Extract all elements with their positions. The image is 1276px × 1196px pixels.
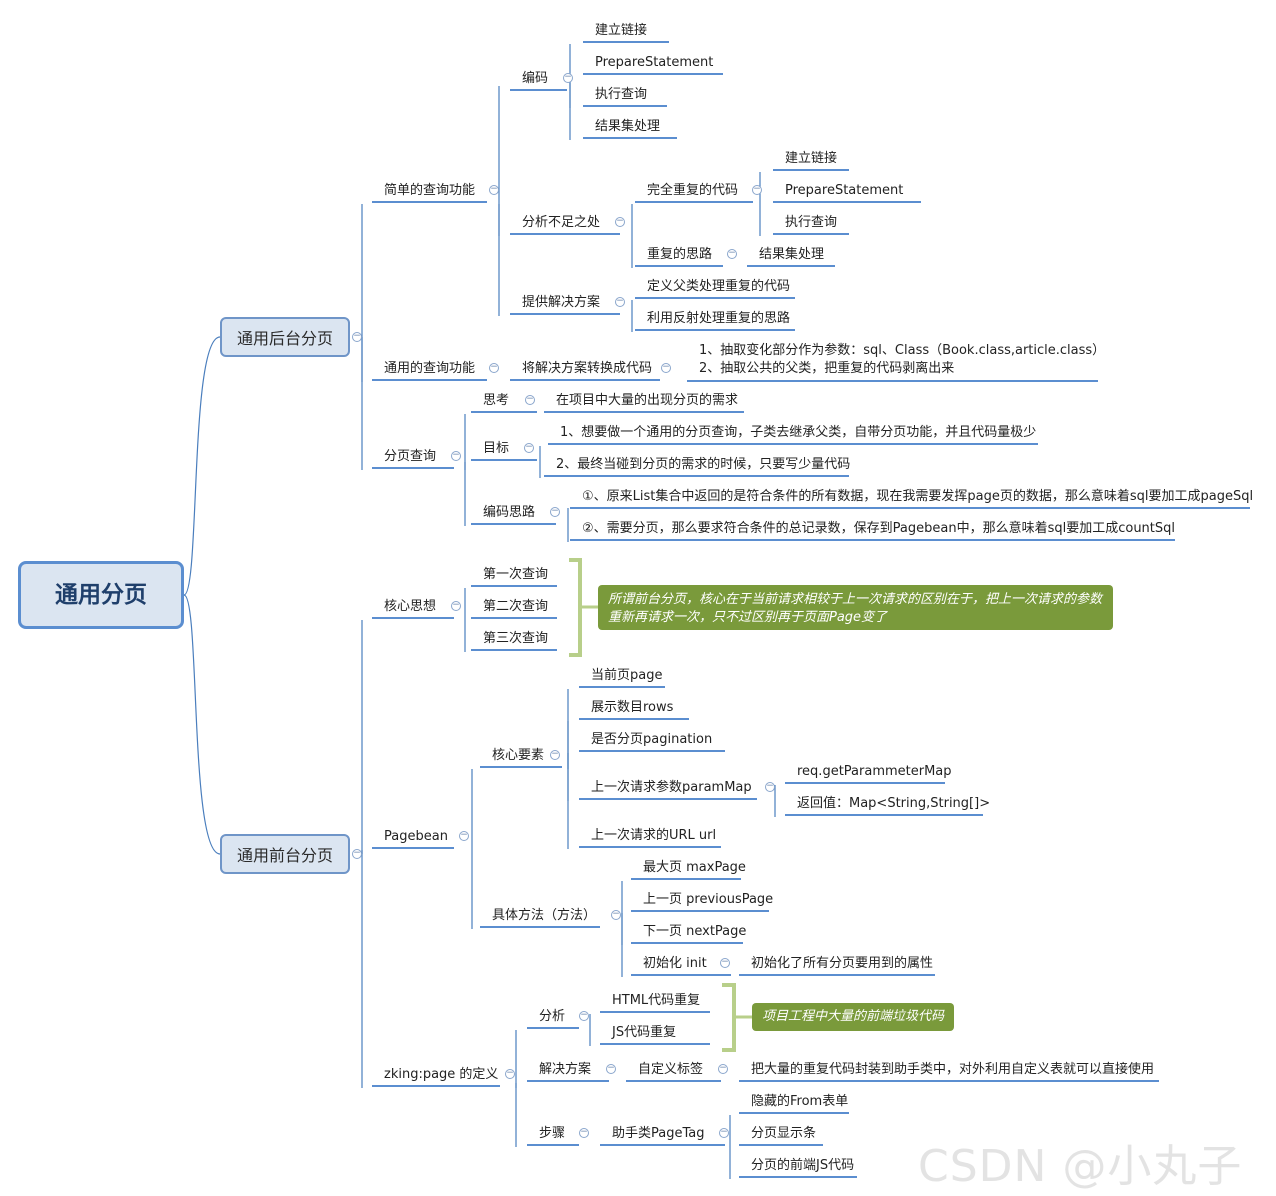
topic-core-idea[interactable]: 核心思想 [384,599,437,614]
csdn-watermark: CSDN @小丸子 [918,1141,1243,1192]
topic-backend-paging[interactable]: 通用后台分页 [220,317,350,357]
core-idea-query[interactable]: 第二次查询 [483,599,549,614]
topic-duplicate-code[interactable]: 完全重复的代码 [647,183,739,198]
core-element[interactable]: 展示数目rows [591,700,674,715]
core-element[interactable]: 是否分页pagination [591,732,713,747]
collapse-toggle-icon[interactable]: − [718,1063,728,1074]
topic-param-map[interactable]: 上一次请求参数paramMap [591,780,752,795]
topic-generic-query[interactable]: 通用的查询功能 [384,361,476,376]
coding-step[interactable]: PrepareStatement [595,55,714,70]
zking-step-item[interactable]: 分页显示条 [751,1126,817,1141]
convert-line-2[interactable]: 2、抽取公共的父类，把重复的代码剥离出来 [699,361,955,376]
zking-solution-item[interactable]: 把大量的重复代码封装到助手类中，对外利用自定义表就可以直接使用 [751,1062,1155,1077]
topic-core-elements[interactable]: 核心要素 [492,748,545,763]
collapse-toggle-icon[interactable]: − [661,362,671,373]
collapse-toggle-icon[interactable]: − [451,450,461,461]
topic-goal[interactable]: 目标 [483,441,510,456]
collapse-toggle-icon[interactable]: − [752,184,762,195]
collapse-toggle-icon[interactable]: − [579,1010,589,1021]
zking-step-item[interactable]: 分页的前端JS代码 [751,1158,855,1173]
duplicate-code-item[interactable]: 建立链接 [785,151,838,166]
topic-simple-query[interactable]: 简单的查询功能 [384,183,476,198]
topic-methods[interactable]: 具体方法（方法） [492,908,597,923]
goal-item[interactable]: 2、最终当碰到分页的需求的时候，只要写少量代码 [556,457,851,472]
collapse-toggle-icon[interactable]: − [459,830,469,841]
core-idea-query[interactable]: 第三次查询 [483,631,549,646]
topic-analysis[interactable]: 分析不足之处 [522,215,601,230]
collapse-toggle-icon[interactable]: − [489,362,499,373]
collapse-toggle-icon[interactable]: − [719,1127,729,1138]
solution-item[interactable]: 定义父类处理重复的代码 [647,279,791,294]
approach-item[interactable]: ①、原来List集合中返回的是符合条件的所有数据，现在我需要发挥page页的数据… [582,489,1254,504]
collapse-toggle-icon[interactable]: − [505,1068,515,1079]
connector-curve [183,594,221,855]
collapse-toggle-icon[interactable]: − [765,781,775,792]
topic-pagebean[interactable]: Pagebean [384,829,448,844]
collapse-toggle-icon[interactable]: − [606,1063,616,1074]
duplicate-idea-item[interactable]: 结果集处理 [759,247,825,262]
init-item[interactable]: 初始化了所有分页要用到的属性 [751,956,934,971]
coding-step[interactable]: 建立链接 [595,23,648,38]
collapse-toggle-icon[interactable]: − [550,506,560,517]
coding-step[interactable]: 结果集处理 [595,119,661,134]
core-element-url[interactable]: 上一次请求的URL url [591,828,717,843]
collapse-toggle-icon[interactable]: − [727,248,737,259]
param-map-item[interactable]: 返回值：Map<String,String[]> [797,796,991,811]
method-item[interactable]: 下一页 nextPage [643,924,747,939]
collapse-toggle-icon[interactable]: − [525,394,535,405]
topic-frontend-paging[interactable]: 通用前台分页 [220,834,350,874]
topic-duplicate-idea[interactable]: 重复的思路 [647,247,713,262]
zking-analysis-item[interactable]: JS代码重复 [612,1025,677,1040]
think-item[interactable]: 在项目中大量的出现分页的需求 [556,393,739,408]
topic-paging-query[interactable]: 分页查询 [384,449,437,464]
collapse-toggle-icon[interactable]: − [563,72,573,83]
collapse-toggle-icon[interactable]: − [720,957,730,968]
collapse-toggle-icon[interactable]: − [352,331,362,342]
connector-curve [183,336,221,596]
collapse-toggle-icon[interactable]: − [524,442,534,453]
method-item[interactable]: 上一页 previousPage [643,892,774,907]
collapse-toggle-icon[interactable]: − [615,216,625,227]
goal-item[interactable]: 1、想要做一个通用的分页查询，子类去继承父类，自带分页功能，并且代码量极少 [560,425,1037,440]
collapse-toggle-icon[interactable]: − [611,909,621,920]
topic-page-tag-helper[interactable]: 助手类PageTag [612,1126,705,1141]
zking-analysis-item[interactable]: HTML代码重复 [612,993,701,1008]
topic-init[interactable]: 初始化 init [643,956,707,971]
zking-step-item[interactable]: 隐藏的From表单 [751,1094,849,1109]
topic-solution[interactable]: 提供解决方案 [522,295,601,310]
topic-custom-tag[interactable]: 自定义标签 [638,1062,704,1077]
topic-zking-analysis[interactable]: 分析 [539,1009,566,1024]
collapse-toggle-icon[interactable]: − [550,749,560,760]
param-map-item[interactable]: req.getParammeterMap [797,764,952,779]
topic-convert-to-code[interactable]: 将解决方案转换成代码 [522,361,653,376]
approach-item[interactable]: ②、需要分页，那么要求符合条件的总记录数，保存到Pagebean中，那么意味着s… [582,521,1176,536]
collapse-toggle-icon[interactable]: − [615,296,625,307]
zking-analysis-callout: 项目工程中大量的前端垃圾代码 [752,1003,954,1031]
collapse-toggle-icon[interactable]: − [579,1127,589,1138]
root-topic[interactable]: 通用分页 [18,561,184,629]
collapse-toggle-icon[interactable]: − [489,184,499,195]
duplicate-code-item[interactable]: 执行查询 [785,215,838,230]
core-idea-query[interactable]: 第一次查询 [483,567,549,582]
topic-zking-page[interactable]: zking:page 的定义 [384,1067,499,1082]
solution-item[interactable]: 利用反射处理重复的思路 [647,311,791,326]
convert-line-1[interactable]: 1、抽取变化部分作为参数：sql、Class（Book.class,articl… [699,343,1106,358]
method-item[interactable]: 最大页 maxPage [643,860,746,875]
core-idea-callout: 所谓前台分页，核心在于当前请求相较于上一次请求的区别在于，把上一次请求的参数重新… [598,585,1113,630]
duplicate-code-item[interactable]: PrepareStatement [785,183,904,198]
topic-zking-solution[interactable]: 解决方案 [539,1062,592,1077]
collapse-toggle-icon[interactable]: − [451,600,461,611]
core-element[interactable]: 当前页page [591,668,663,683]
topic-think[interactable]: 思考 [483,393,510,408]
coding-step[interactable]: 执行查询 [595,87,648,102]
topic-zking-steps[interactable]: 步骤 [539,1126,566,1141]
topic-coding-approach[interactable]: 编码思路 [483,505,536,520]
topic-coding[interactable]: 编码 [522,71,549,86]
collapse-toggle-icon[interactable]: − [352,848,362,859]
